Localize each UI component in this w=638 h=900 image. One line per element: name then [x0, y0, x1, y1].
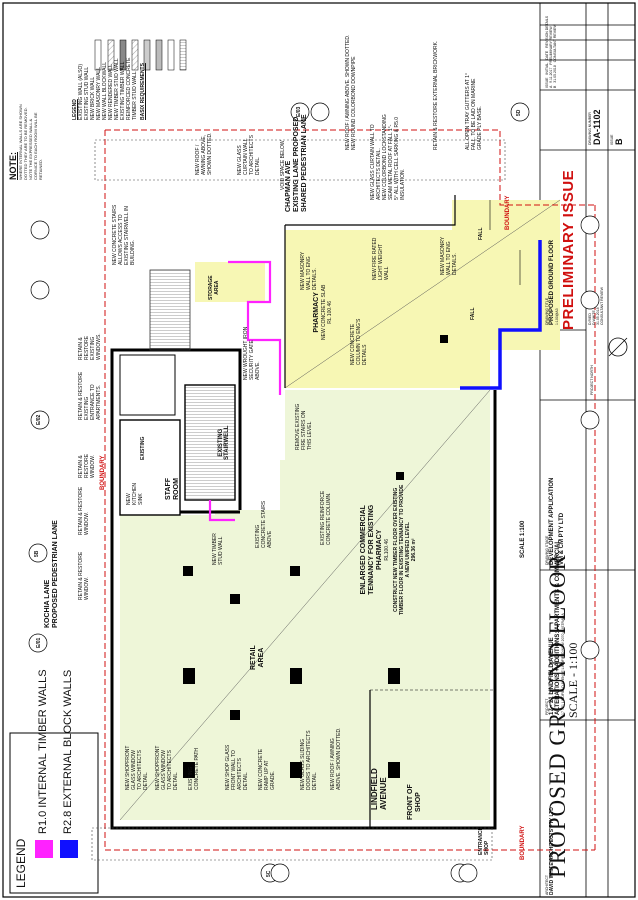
reinforce-column-note: EXISTING REINFORCE CONCRETE COLUMN. [320, 490, 332, 545]
room-storage: STORAGE AREA [208, 275, 220, 300]
tb-drawn: D.RIED D.WHITE 31.05.2018 CONSULTANT REV… [588, 287, 604, 325]
marker-5c: 5C [266, 870, 272, 877]
marker-e01: E/01 [36, 637, 42, 648]
street-kochia: KOCHIA LANE PROPOSED PEDESTRIAN LANE [44, 520, 59, 628]
north-arrow [608, 337, 628, 357]
room-existing: EXISTING [140, 436, 146, 460]
marker-5d: 5D [516, 109, 522, 116]
room-main-tenancy: ENLARGED COMMERCIAL TENNANCY FOR EXISTIN… [360, 484, 417, 615]
tb-stage: DRAWING STAGE DEVELOPMENT APPLICATION CL… [545, 477, 565, 565]
legend-box [9, 732, 99, 894]
title-block-frame [539, 2, 636, 898]
legend-timber-label: R1.0 INTERNAL TIMBER WALLS [37, 669, 49, 834]
tb-revisions: ISSUE INITIAL DATE REVISION DETAILS A 9.… [545, 15, 557, 88]
scale-bar-label: SCALE 1:100 [520, 520, 526, 558]
shop-entrance: ENTRANCE SHOP [478, 827, 490, 855]
room-retail: RETAIL AREA [250, 645, 265, 670]
masonry-wall-note-2: NEW MASONRY WALL TO ENG DETAILS. [440, 236, 458, 275]
tb-architect: ARCHITECT DAVID WHITE ARCHITECTS PTY LTD [545, 807, 555, 895]
marker-e02: E/02 [36, 414, 42, 425]
stud-wall-note: NEW TIMBER STUD WALL [212, 533, 224, 565]
room-pharmacy: PHARMACY NEW CONCRETE SLAB RL 100.46 [313, 284, 333, 340]
room-stairwell: EXISTING STAIRWELL [218, 425, 230, 460]
section-markers [28, 102, 600, 883]
street-lindfield: LINDFIELD AVENUE [370, 768, 388, 810]
tb-north-label: PROJECT NORTH [590, 365, 594, 395]
marker-5b: 5B [34, 550, 40, 557]
boundary-line [105, 129, 595, 206]
block-wall [460, 240, 542, 390]
existing-stairwell [184, 384, 236, 501]
legend-title: LEGEND [14, 838, 28, 888]
fall-label-2: FALL [470, 307, 476, 321]
timber-wall-staff [208, 500, 235, 522]
column-note: NEW CONCRETE COLUMN TO ENG'S DETAILS [350, 318, 368, 365]
boundary-label-3: BOUNDARY [520, 825, 526, 860]
tb-number: DRAWING NUMBER DA-1102 [588, 109, 602, 145]
boundary-label-2: BOUNDARY [505, 195, 511, 230]
street-chapman: CHAPMAN AVE EXISTING LANE PROPOSED SHARE… [285, 114, 308, 212]
removal-note: NOTE: WHERE INTERNAL WALLS ARE SHOWN DOT… [8, 104, 43, 180]
preliminary-issue: PRELIMINARY ISSUE [560, 169, 577, 330]
security-gate-note: NEW WROUGHT IRON SECURITY GATE ABOVE. [243, 326, 261, 380]
legend-swatch-block [60, 840, 78, 858]
fire-rated-wall-note: NEW FIRE RATED LIGHT WEIGHT WALL [372, 237, 390, 280]
tb-drawing-title: DRAWING TITLE PROPOSED GROUND FLOOR 1:10… [545, 239, 559, 325]
kitchen-sink-note: NEW KITCHEN SINK [126, 483, 144, 505]
right-note-8: NEW ROOF / AWNING ABOVE. SHOWN DOTTED.NE… [345, 34, 357, 150]
timber-wall-storage [228, 260, 282, 395]
top-note-3: ALL OPEN TRAY GUTTERS AT 1°FALL. TO BE L… [465, 73, 483, 150]
right-note-6: NEW ROOF /AWNING ABOVE,SHOWN DOTTED. [195, 132, 213, 176]
new-stairs-note: NEW CONCRETE STAIRS ALLOWS ACCESS TO EXI… [112, 204, 136, 265]
storage-area [195, 262, 265, 302]
room-front-of-shop: FRONT OF SHOP [407, 784, 422, 820]
concrete-stairs-note: EXISTING CONCRETE STAIRS ABOVE [255, 500, 273, 548]
top-note-2: RETAIN & RESTORE EXTERNAL BRICKWORK. [433, 40, 439, 150]
columns [183, 335, 448, 778]
room-staff: STAFF ROOM [165, 477, 180, 500]
boundary-label-1: BOUNDARY [100, 455, 106, 490]
hatch-legend [94, 39, 187, 71]
remove-stairs-note: REMOVE EXISTING FIRE STAIRS ON THIS LEVE… [295, 403, 313, 450]
tb-project: PROJECT 17 - 21 LINDFIELD AVENUE ALTERAT… [545, 539, 565, 715]
hatch-legend-text: LEGEND EXISTING WALL (ALSO) EXISTING STU… [72, 57, 146, 120]
drawing-scale: SCALE - 1:100 [566, 642, 580, 718]
tb-issue: ISSUE B [610, 134, 624, 145]
masonry-wall-note-1: NEW MASONRY WALL TO ENG DETAILS. [300, 251, 318, 290]
legend-swatch-timber [35, 840, 53, 858]
legend-block-label: R2.8 EXTERNAL BLOCK WALLS [62, 669, 74, 834]
void-space-note: VOID SPACE BELOW [280, 140, 286, 190]
fall-label-1: FALL [478, 227, 484, 241]
marker-e03: E/03 [296, 106, 302, 117]
